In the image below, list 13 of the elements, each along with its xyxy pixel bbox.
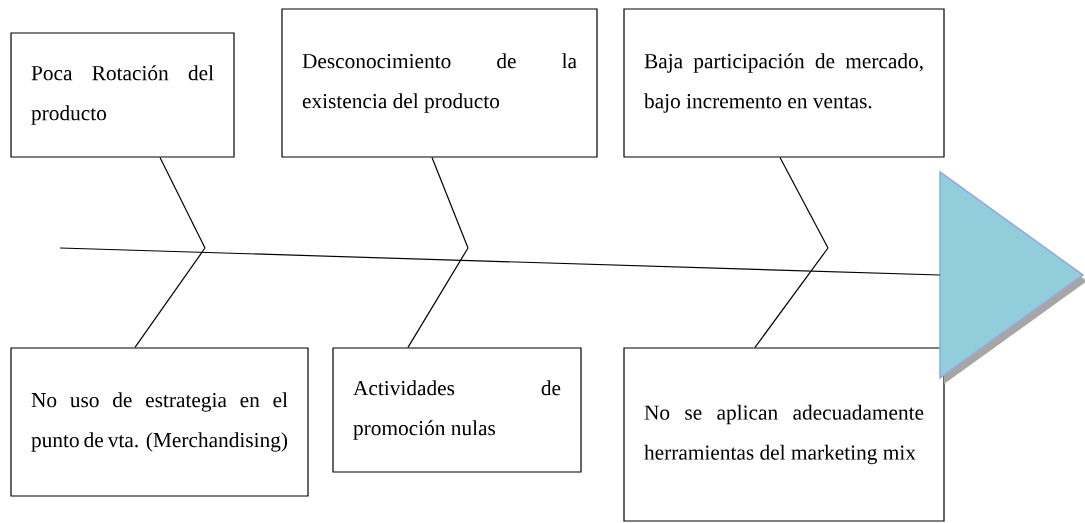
cause-box: Poca Rotación del producto xyxy=(10,32,235,158)
bone-line xyxy=(779,157,829,249)
cause-box: Desconocimiento de la existencia del producto xyxy=(281,8,598,158)
spine-line xyxy=(59,247,941,276)
cause-box: No uso de estrategia en el punto de vta. (Merchandising) xyxy=(10,347,309,497)
cause-box: No se aplican adecuadamente herramientas del marketing mix xyxy=(623,347,945,522)
cause-box: Baja participación de mercado, bajo incremento en ventas. xyxy=(623,8,945,158)
bone-line xyxy=(754,247,829,348)
bone-line xyxy=(159,157,206,249)
cause-box: Actividades de promoción nulas xyxy=(332,347,582,473)
bone-line xyxy=(134,247,206,348)
bone-line xyxy=(407,247,469,348)
bone-line xyxy=(431,157,469,249)
